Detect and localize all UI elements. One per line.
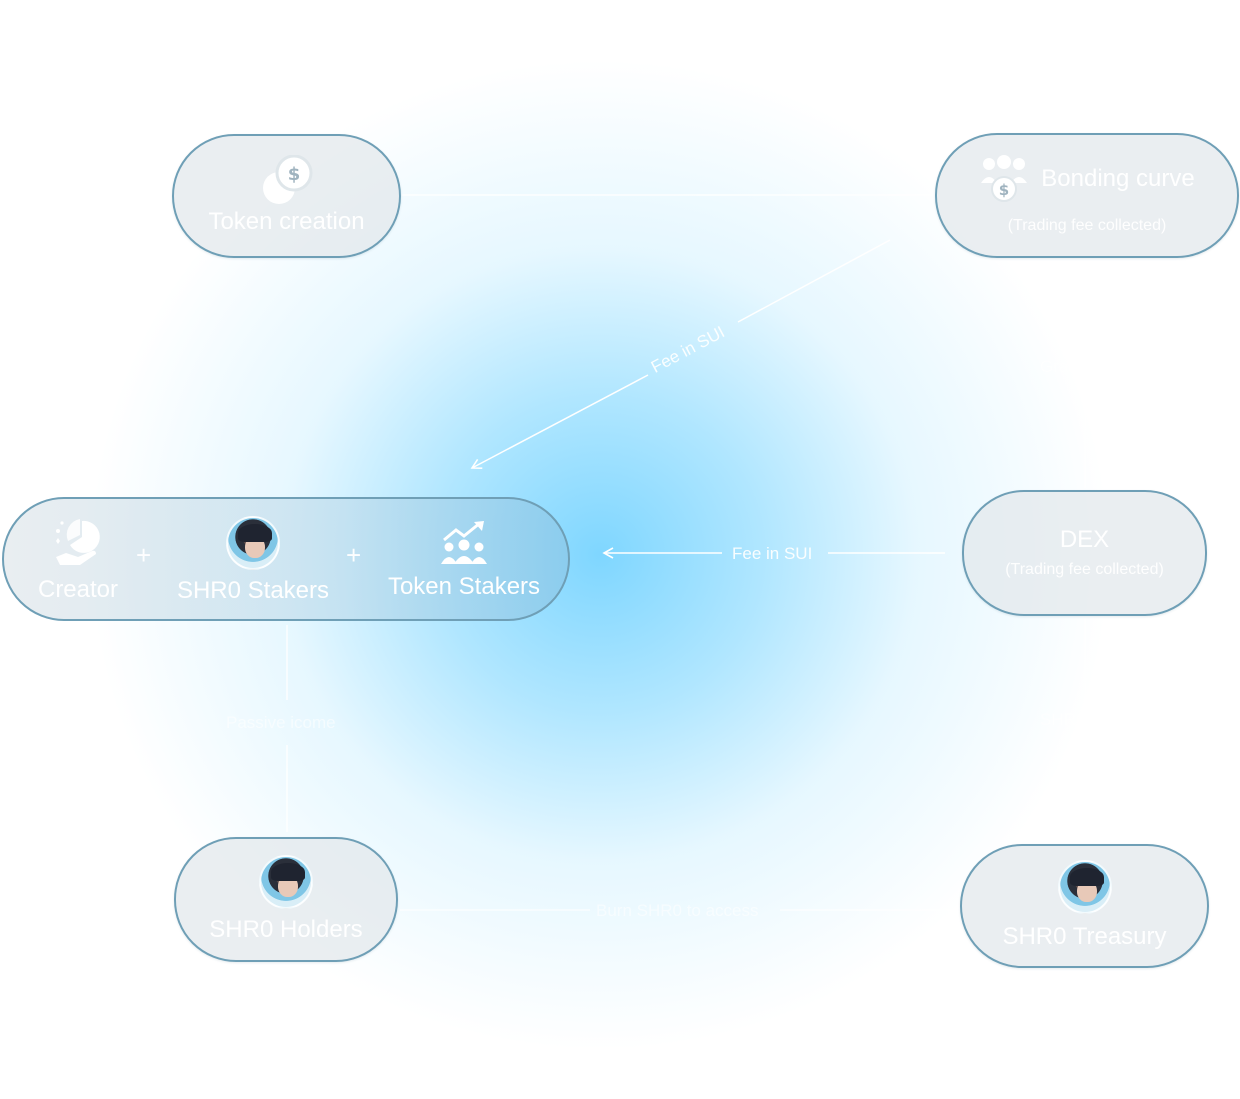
node-subtitle: (Trading fee collected) [1005, 561, 1164, 578]
node-title: Token creation [208, 208, 365, 235]
plus-sign: + [346, 540, 362, 570]
recipient-token-stakers: Token Stakers [374, 499, 554, 623]
node-title: Bonding curve [1041, 164, 1195, 192]
recipient-title: Creator [37, 576, 119, 603]
node-bonding-curve: $ Bonding curve (Trading fee collected) [935, 133, 1239, 258]
coins-icon: $ [262, 155, 312, 204]
people-growth-icon [441, 521, 487, 564]
node-dex: DEX (Trading fee collected) [962, 490, 1207, 616]
node-token-creation: $ Token creation [172, 134, 401, 258]
plus-sign: + [136, 540, 152, 570]
recipient-title: SHR0 Stakers [176, 577, 330, 604]
edge-bonding-to-recipients-b [470, 374, 649, 470]
edge-label-dex-to-treasury: SHR0 Income [1040, 710, 1146, 729]
recipient-creator: Creator [18, 499, 138, 623]
avatar [226, 516, 280, 570]
node-title: SHR0 Holders [209, 915, 363, 943]
node-fee-recipients: Creator SHR0 Stakers Token Stakers [2, 497, 570, 621]
node-subtitle: (Trading fee collected) [1007, 216, 1167, 234]
edge-label-holders-to-treasury: Burn SHR0 to access [596, 901, 759, 920]
group-dollar-icon: $ [981, 154, 1028, 202]
node-title: DEX [1059, 526, 1110, 553]
node-title: SHR0 Treasury [1002, 923, 1167, 950]
edge-label-recipients-to-holders: Passive icome [226, 713, 336, 732]
hand-pie-chart-icon [56, 519, 100, 565]
svg-text:$: $ [287, 164, 300, 185]
avatar [1057, 860, 1112, 914]
edge-label-bonding-to-dex: Graduate [1040, 357, 1111, 376]
edge-bonding-to-recipients-a [737, 239, 891, 323]
node-shr0-treasury: SHR0 Treasury [960, 844, 1209, 968]
recipient-shr0-stakers: SHR0 Stakers [168, 499, 338, 623]
recipient-title: Token Stakers [387, 573, 541, 600]
node-shr0-holders: SHR0 Holders [174, 837, 398, 962]
avatar [259, 854, 313, 909]
edge-label-dex-to-recipients: Fee in SUI [732, 544, 813, 563]
svg-text:$: $ [999, 181, 1009, 199]
